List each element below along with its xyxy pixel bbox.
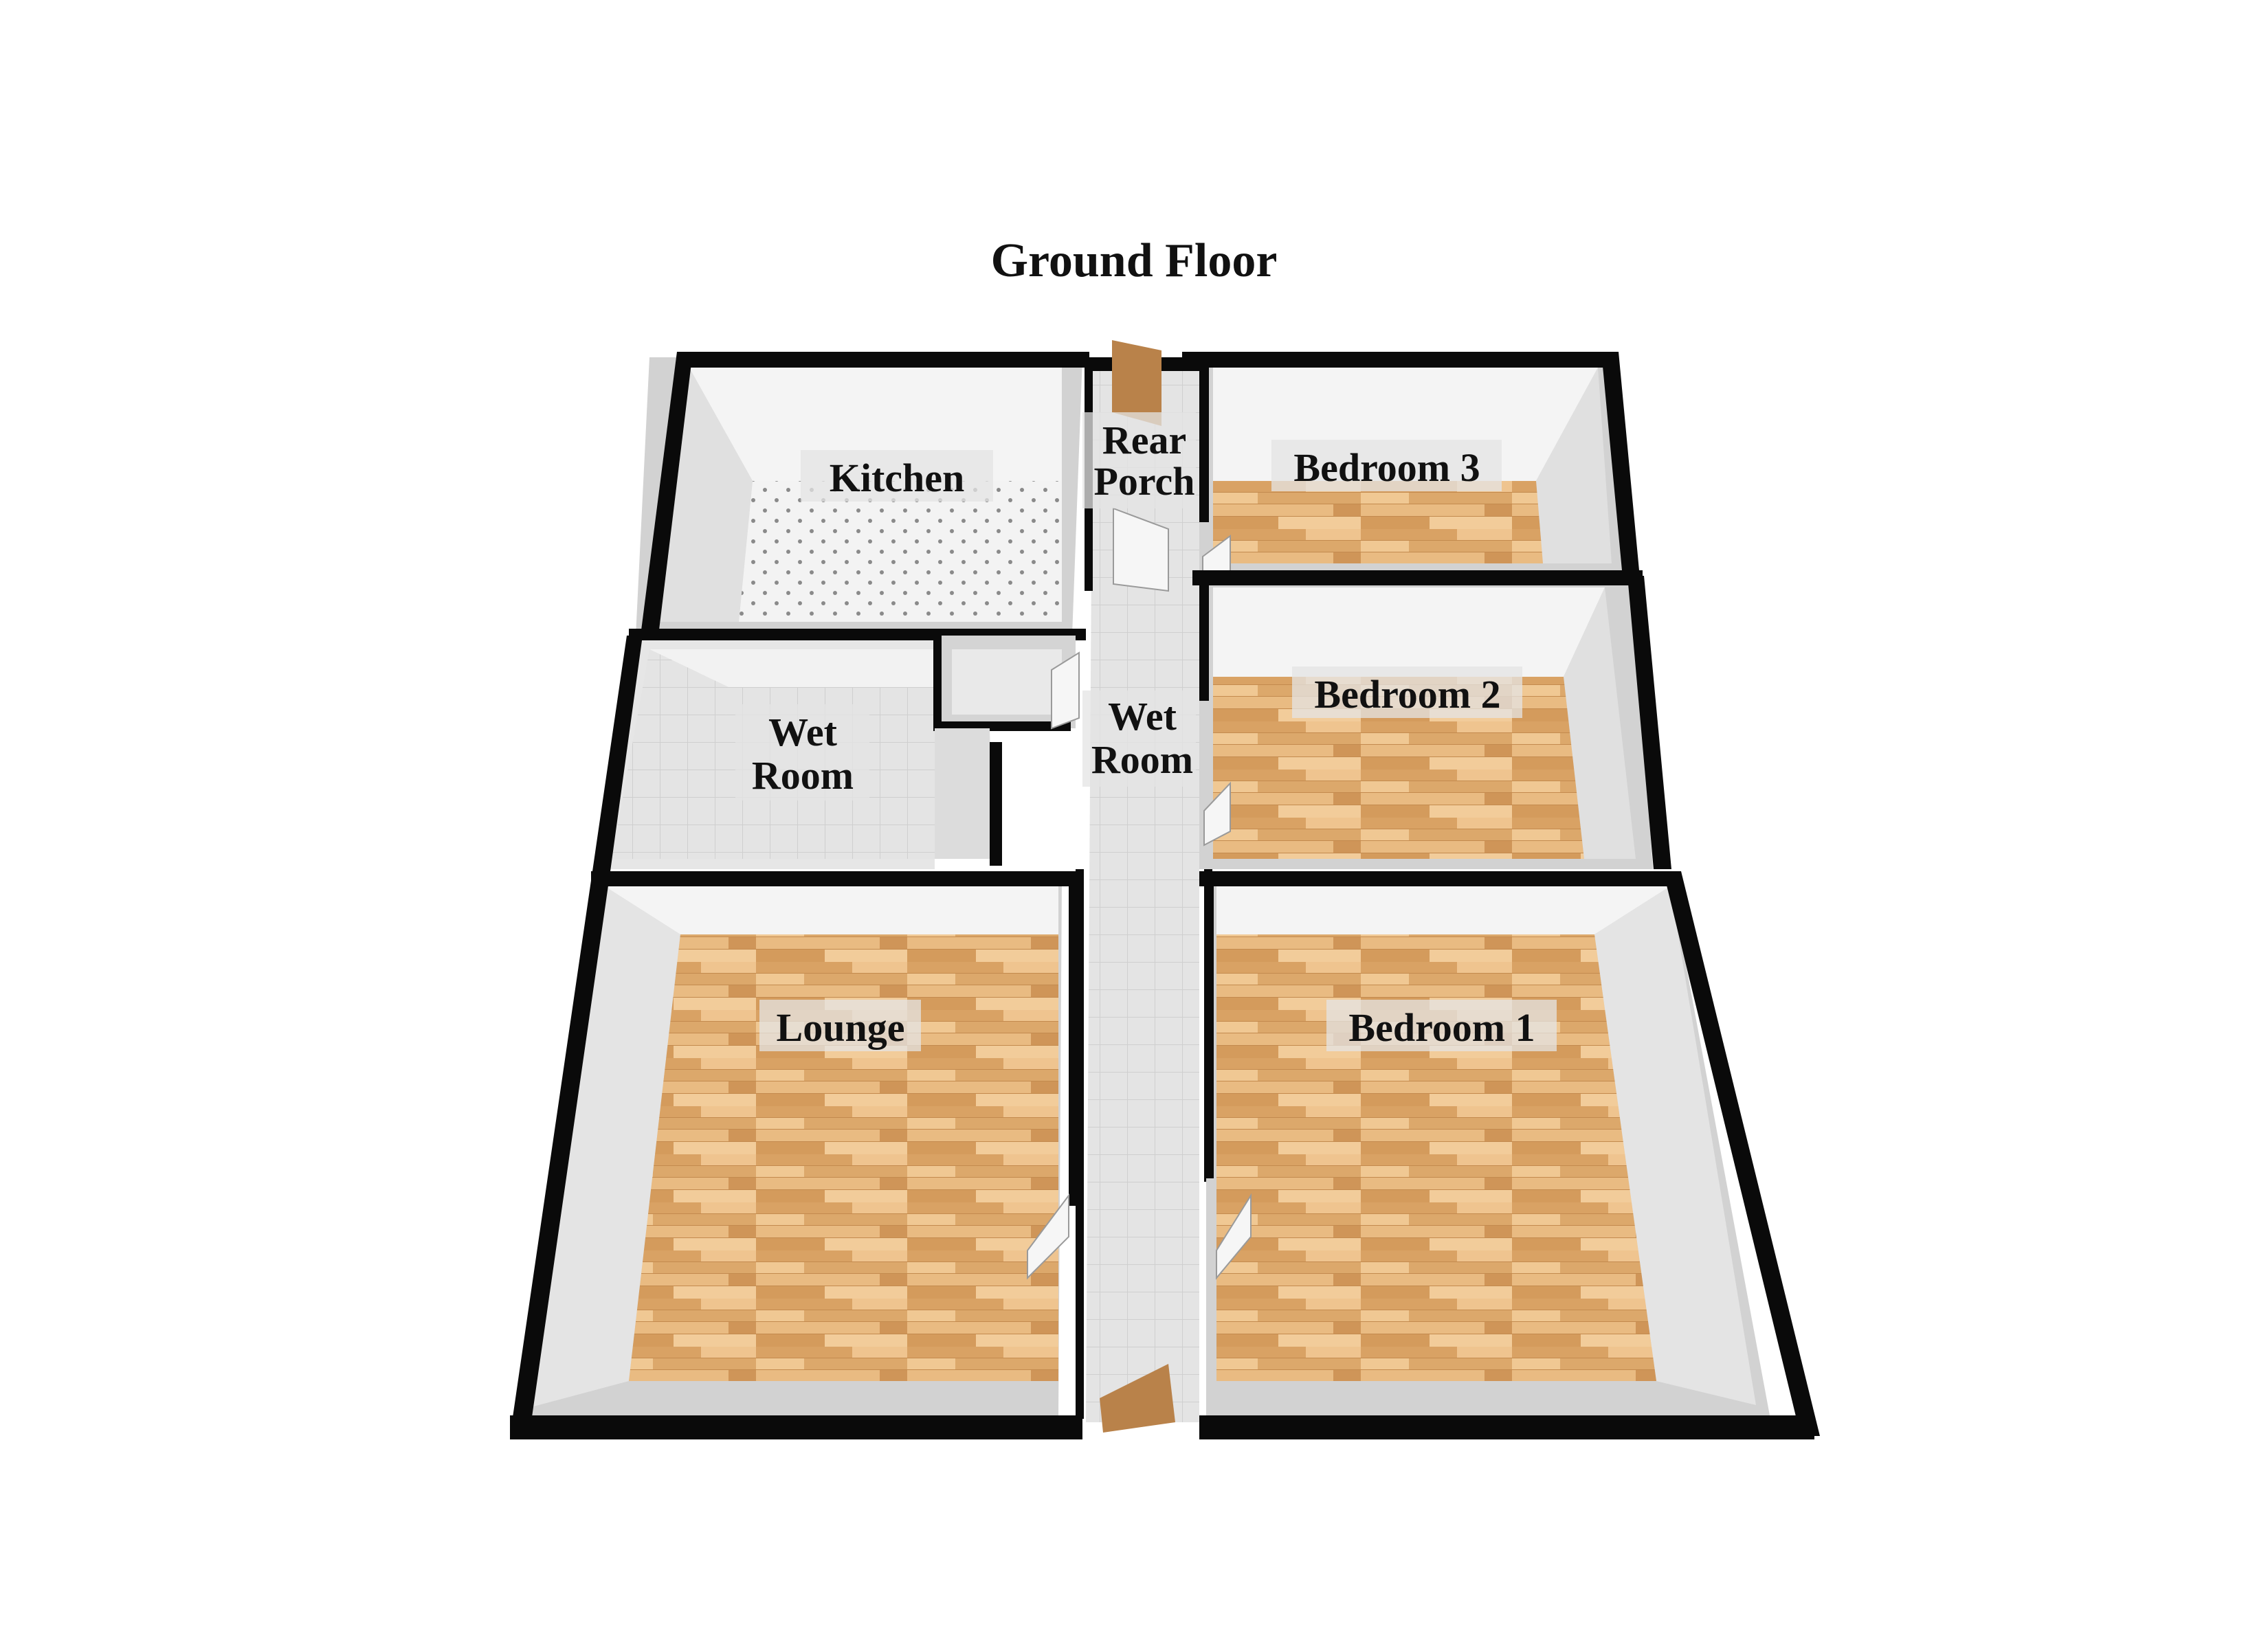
svg-text:Wet: Wet [1108,694,1177,739]
svg-text:Room: Room [752,753,854,798]
svg-text:Lounge: Lounge [777,1005,905,1050]
svg-text:Bedroom 2: Bedroom 2 [1314,672,1500,717]
svg-text:Bedroom 1: Bedroom 1 [1348,1005,1535,1050]
lounge-door[interactable] [1027,1193,1069,1280]
cupboard [933,631,1076,866]
wet-room-hall-label: Wet Room [1082,691,1196,787]
bedroom2-room [1192,570,1671,869]
svg-text:Porch: Porch [1093,459,1194,504]
bedroom1-door[interactable] [1216,1193,1252,1280]
svg-text:Kitchen: Kitchen [830,456,965,500]
bedroom1-label: Bedroom 1 [1326,1000,1557,1051]
bedroom2-label: Bedroom 2 [1292,666,1522,718]
kitchen-label: Kitchen [801,450,993,502]
svg-text:Bedroom 3: Bedroom 3 [1293,445,1480,490]
lounge-label: Lounge [759,1000,921,1051]
rear-door[interactable] [1112,340,1161,426]
svg-text:Room: Room [1091,737,1193,782]
bedroom1-room [1199,871,1820,1439]
lounge-room [510,871,1082,1439]
svg-text:Rear: Rear [1102,418,1186,462]
hall-wet-room-door[interactable] [1051,651,1080,730]
front-door[interactable] [1100,1364,1175,1433]
svg-text:Wet: Wet [768,710,838,754]
wet-room-left-label: Wet Room [735,704,869,800]
rear-porch-label: Rear Porch [1082,412,1196,508]
bedroom3-label: Bedroom 3 [1271,440,1502,491]
porch-inner-door[interactable] [1113,507,1169,592]
bedroom2-door[interactable] [1203,781,1231,846]
plan-title: Ground Floor [990,234,1278,287]
